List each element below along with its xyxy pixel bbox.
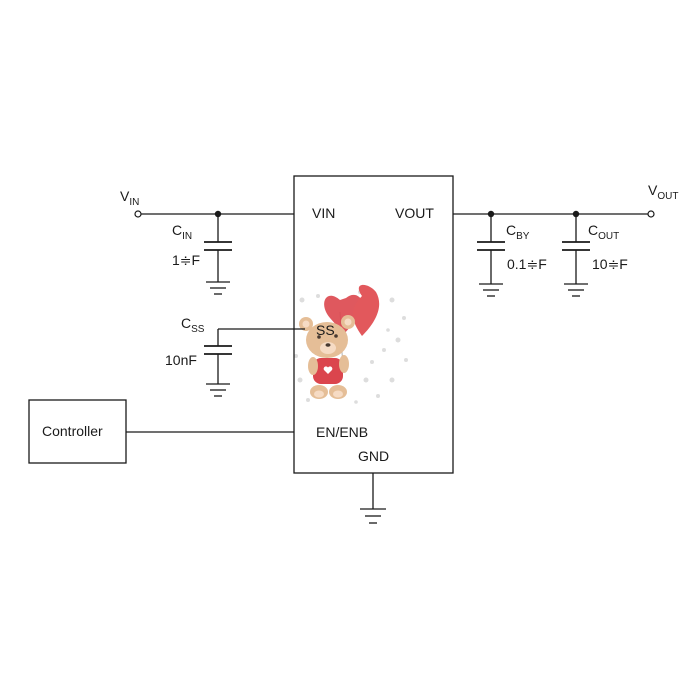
vout-terminal xyxy=(647,210,655,218)
css-capacitor xyxy=(204,328,305,384)
cby-capacitor xyxy=(477,214,505,284)
vin-net xyxy=(134,210,294,218)
vin-terminal-label: VIN xyxy=(120,188,139,208)
cin-capacitor xyxy=(204,214,232,282)
pin-ss-label: SS xyxy=(316,322,335,338)
cin-ground-icon xyxy=(206,281,230,295)
cout-ground-icon xyxy=(564,283,588,297)
cout-value: 10≑F xyxy=(592,256,628,272)
cby-value: 0.1≑F xyxy=(507,256,547,272)
pin-vout-label: VOUT xyxy=(395,205,434,221)
pin-en-label: EN/ENB xyxy=(316,424,368,440)
vin-terminal xyxy=(134,210,142,218)
cout-label: COUT xyxy=(588,222,619,242)
watermark-bear-image xyxy=(293,282,415,410)
vout-net xyxy=(453,210,655,218)
controller-label: Controller xyxy=(42,423,103,439)
cby-label: CBY xyxy=(506,222,530,242)
cout-capacitor xyxy=(562,214,590,284)
css-ground-icon xyxy=(206,383,230,397)
cin-label: CIN xyxy=(172,222,192,242)
css-value: 10nF xyxy=(165,352,197,368)
pin-vin-label: VIN xyxy=(312,205,335,221)
css-label: CSS xyxy=(181,315,205,335)
pin-gnd-label: GND xyxy=(358,448,389,464)
vout-terminal-label: VOUT xyxy=(648,182,678,202)
cby-ground-icon xyxy=(479,283,503,297)
ic-ground-icon xyxy=(360,473,386,524)
cin-value: 1≑F xyxy=(172,252,200,268)
